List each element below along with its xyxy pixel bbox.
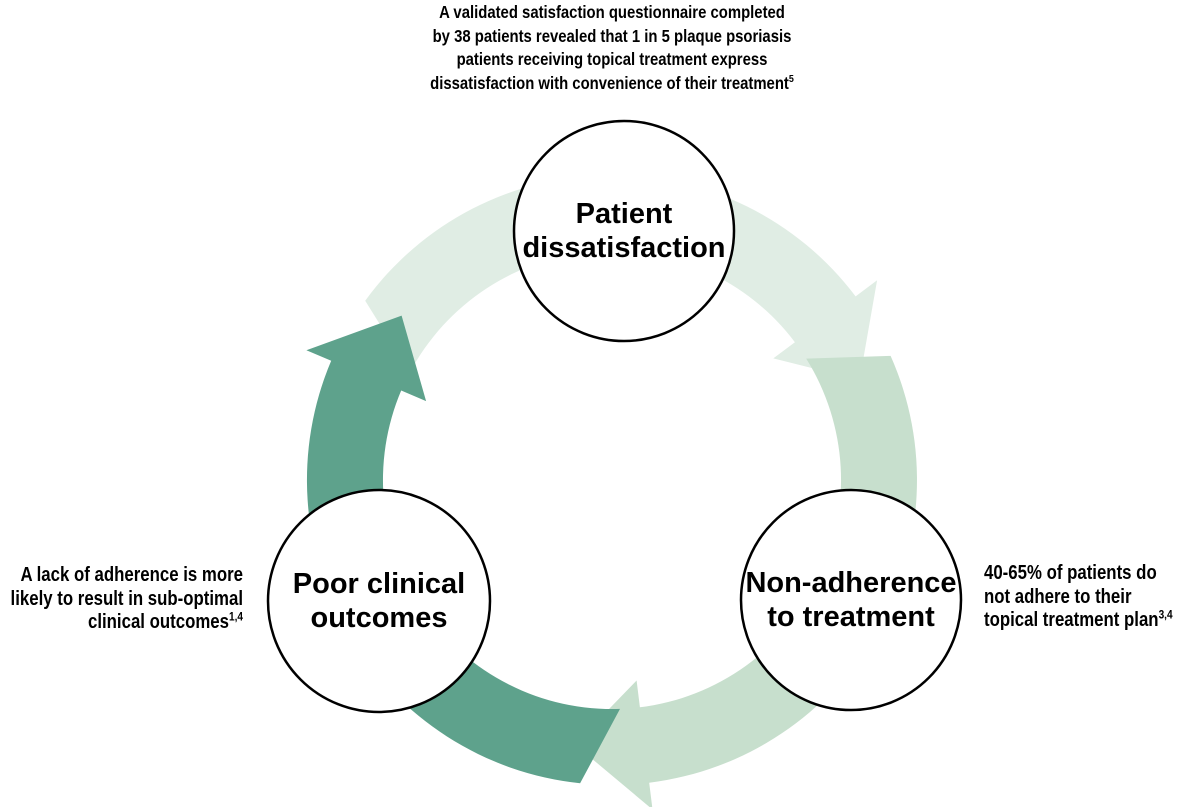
node-label-line: Poor clinical [292,568,466,600]
node-label-patient-dissatisfaction: Patient dissatisfaction [474,197,774,265]
annotation-text: A lack of adherence is more [20,564,244,586]
annotation-line: clinical outcomes1,4 [0,609,243,635]
annotation-text: clinical outcomes [87,611,229,633]
annotation-line: A lack of adherence is more [0,564,243,588]
node-label-line: Non-adherence [745,567,957,599]
reference-superscript: 3,4 [1158,607,1173,622]
reference-superscript: 1,4 [228,609,243,624]
annotation-line: 40-65% of patients do [984,562,1169,586]
annotation-line: by 38 patients revealed that 1 in 5 plaq… [357,25,867,49]
annotation-patient-dissatisfaction: A validated satisfaction questionnaire c… [357,1,867,95]
annotation-poor-clinical-outcomes: A lack of adherence is more likely to re… [0,564,243,635]
annotation-text: topical treatment plan [984,609,1159,631]
annotation-line: topical treatment plan3,4 [984,608,1173,633]
reference-superscript: 5 [788,72,794,85]
cycle-node-circle-patient-dissatisfaction [512,119,736,343]
annotation-line: dissatisfaction with convenience of thei… [357,72,867,96]
annotation-line: patients receiving topical treatment exp… [357,48,867,72]
cycle-node-circle-non-adherence-to-treatment [739,488,963,712]
node-label-line: Patient [575,198,673,230]
node-label-line: dissatisfaction [522,232,726,264]
annotation-text: A validated satisfaction questionnaire c… [439,2,785,22]
node-label-line: outcomes [310,602,448,634]
annotation-text: by 38 patients revealed that 1 in 5 plaq… [432,25,792,46]
annotation-text: likely to result in sub-optimal [10,587,243,610]
annotation-text: patients receiving topical treatment exp… [456,49,768,69]
annotation-text: dissatisfaction with convenience of thei… [430,72,789,93]
node-label-non-adherence-to-treatment: Non-adherence to treatment [701,566,1001,634]
annotation-line: likely to result in sub-optimal [0,588,243,612]
cycle-node-circle-poor-clinical-outcomes [266,488,492,714]
annotation-line: A validated satisfaction questionnaire c… [357,1,867,25]
node-label-line: to treatment [767,601,935,633]
node-label-poor-clinical-outcomes: Poor clinical outcomes [229,567,529,635]
annotation-text: not adhere to their [984,585,1132,608]
cycle-arrow-dissatisfaction-to-nonadherence [365,174,878,380]
annotation-line: not adhere to their [984,586,1169,610]
annotation-non-adherence: 40-65% of patients do not adhere to thei… [984,562,1173,633]
annotation-text: 40-65% of patients do [984,562,1157,584]
